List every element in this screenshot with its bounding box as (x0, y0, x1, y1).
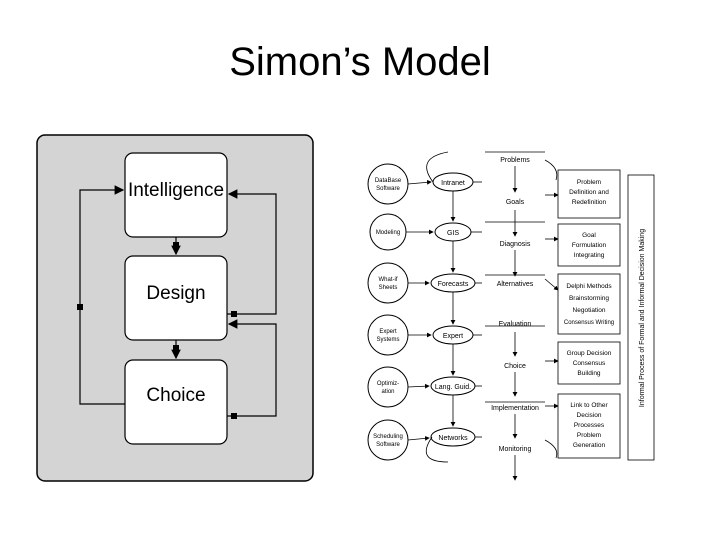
system-label: Forecasts (438, 281, 469, 288)
tool-label: Expert (379, 329, 397, 335)
step-label: Monitoring (499, 446, 532, 453)
tool-label: What-if (378, 277, 397, 283)
method-box: Goal Formulation Integrating (557, 223, 621, 267)
method-label: Link to Other (570, 402, 608, 409)
tool-connector (407, 435, 430, 441)
decision-process-diagram: DataBase Software Modeling What-if Sheet… (367, 151, 655, 481)
tool-connector (407, 383, 430, 389)
method-box: Problem Definition and Redefinition (557, 169, 621, 219)
step-label: Alternatives (497, 281, 534, 288)
method-label: Decision (577, 412, 602, 419)
choice-to-intelligence-loop (79, 185, 125, 405)
method-box: Delphi Methods Brainstorming Negotiation… (557, 273, 621, 335)
system-node: Intranet (432, 172, 474, 192)
tool-label: Systems (376, 337, 399, 343)
step-label: Implementation (491, 405, 539, 412)
method-label: Goal (582, 232, 596, 239)
tool-label: Software (376, 442, 400, 448)
tool-circle: Scheduling Software (367, 419, 409, 461)
tool-circle: What-if Sheets (367, 262, 409, 304)
step-label: Choice (504, 363, 526, 370)
design-to-intelligence-loop (227, 189, 277, 315)
system-node: Networks (430, 427, 476, 447)
step-label: Evaluation (499, 321, 532, 328)
method-label: Group Decision (567, 350, 612, 357)
tool-label: Software (376, 186, 400, 192)
method-label: Formulation (572, 242, 607, 249)
system-label: Intranet (441, 180, 465, 187)
feedback-curve (425, 436, 449, 463)
method-label: Building (577, 370, 601, 377)
system-label: Expert (443, 333, 463, 340)
system-label: Lang. Guid. (435, 384, 471, 391)
choice-box (124, 359, 228, 445)
tool-circle: Expert Systems (367, 314, 409, 356)
method-label: Generation (573, 442, 606, 449)
tool-label: Sheets (379, 285, 398, 291)
method-label: Integrating (574, 252, 605, 259)
system-label: Networks (438, 435, 468, 442)
feedback-curve (426, 151, 449, 183)
method-box: Group Decision Consensus Building (557, 341, 621, 385)
method-label: Delphi Methods (566, 283, 612, 290)
method-label: Consensus Writing (564, 320, 614, 326)
tool-label: Optimiz- (377, 381, 399, 387)
method-label: Problem (577, 179, 601, 186)
system-label: GIS (447, 230, 459, 237)
choice-label: Choice (146, 385, 205, 406)
step-label: Diagnosis (500, 241, 531, 248)
system-node: Lang. Guid. (430, 376, 476, 396)
system-node: GIS (434, 222, 472, 242)
system-node: Expert (432, 325, 474, 345)
tool-circle: Modeling (369, 213, 407, 251)
method-connector (544, 278, 559, 291)
method-box: Link to Other Decision Processes Problem… (557, 393, 621, 459)
choice-to-design-loop (227, 319, 277, 417)
tool-circle: Optimiz- ation (367, 366, 409, 408)
method-label: Redefinition (572, 199, 607, 206)
tool-label: ation (381, 389, 394, 395)
method-label: Problem (577, 432, 601, 439)
method-label: Processes (574, 422, 605, 429)
system-node: Forecasts (430, 273, 476, 293)
tool-circle: DataBase Software (367, 163, 409, 205)
step-feedback (544, 159, 558, 181)
tool-label: Scheduling (373, 434, 403, 440)
step-feedback (544, 439, 558, 459)
simon-phase-diagram: Intelligence Design Choice (36, 134, 314, 482)
intelligence-label: Intelligence (128, 180, 224, 201)
method-label: Brainstorming (569, 295, 609, 302)
method-label: Consensus (573, 360, 606, 367)
tool-connector (407, 179, 432, 185)
method-label: Negotiation (573, 307, 606, 314)
slide-title: Simon’s Model (229, 40, 491, 84)
step-label: Problems (500, 157, 530, 164)
tool-label: DataBase (375, 178, 402, 184)
side-label-box (627, 174, 655, 461)
tool-label: Modeling (376, 230, 400, 236)
design-label: Design (146, 283, 205, 304)
method-label: Definition and (569, 189, 609, 196)
step-label: Goals (506, 199, 525, 206)
side-label: Informal Process of Formal and Informal … (639, 229, 646, 407)
